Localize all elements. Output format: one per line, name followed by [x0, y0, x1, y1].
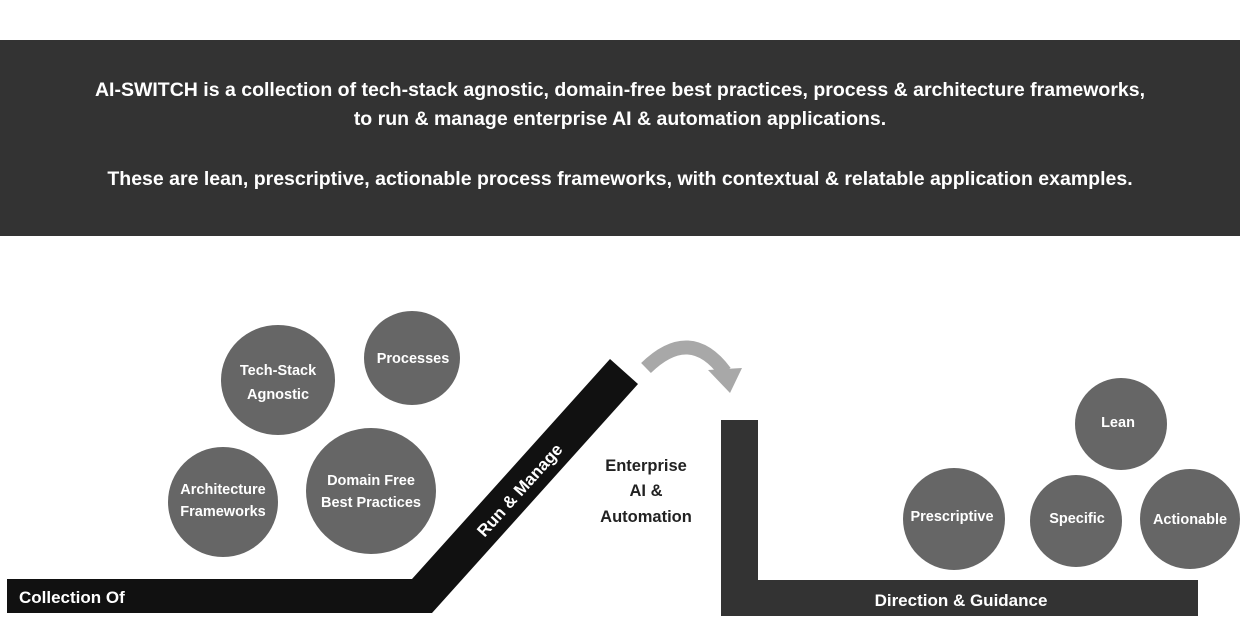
circle-lean: Lean [1075, 378, 1167, 470]
circle-text: Domain Free [327, 473, 415, 489]
circle-text: Best Practices [321, 495, 421, 511]
circle-text: Tech-Stack [240, 363, 317, 379]
circle-text: Processes [377, 351, 450, 367]
collection-bar [7, 359, 638, 613]
circle-actionable: Actionable [1140, 469, 1240, 569]
circle-tech-stack: Tech-Stack Agnostic [221, 325, 335, 435]
direction-guidance-label: Direction & Guidance [875, 591, 1048, 610]
direction-bar [721, 420, 1198, 616]
circle-text: Prescriptive [910, 509, 993, 525]
circle-text: Architecture [180, 482, 265, 498]
circle-processes: Processes [364, 311, 460, 405]
circle-text: Specific [1049, 511, 1105, 527]
run-manage-label: Run & Manage [473, 440, 566, 540]
curved-arrow-icon [641, 340, 742, 393]
banner-line-3: These are lean, prescriptive, actionable… [107, 168, 1133, 190]
circle-prescriptive: Prescriptive [903, 468, 1005, 570]
circle-text: Actionable [1153, 512, 1227, 528]
circle-text: Frameworks [180, 504, 265, 520]
ai-label: AI & [630, 482, 663, 500]
circle-text: Lean [1101, 415, 1135, 431]
circle-domain-free: Domain Free Best Practices [306, 428, 436, 554]
circle-text: Agnostic [247, 387, 309, 403]
banner-line-2: to run & manage enterprise AI & automati… [353, 108, 887, 130]
automation-label: Automation [600, 508, 692, 526]
collection-of-label: Collection Of [19, 588, 125, 607]
banner-line-1: AI-SWITCH is a collection of tech-stack … [94, 79, 1146, 101]
circle-specific: Specific [1030, 475, 1122, 567]
intro-banner: AI-SWITCH is a collection of tech-stack … [0, 40, 1240, 236]
circle-architecture: Architecture Frameworks [168, 447, 278, 557]
enterprise-label: Enterprise [605, 457, 687, 475]
